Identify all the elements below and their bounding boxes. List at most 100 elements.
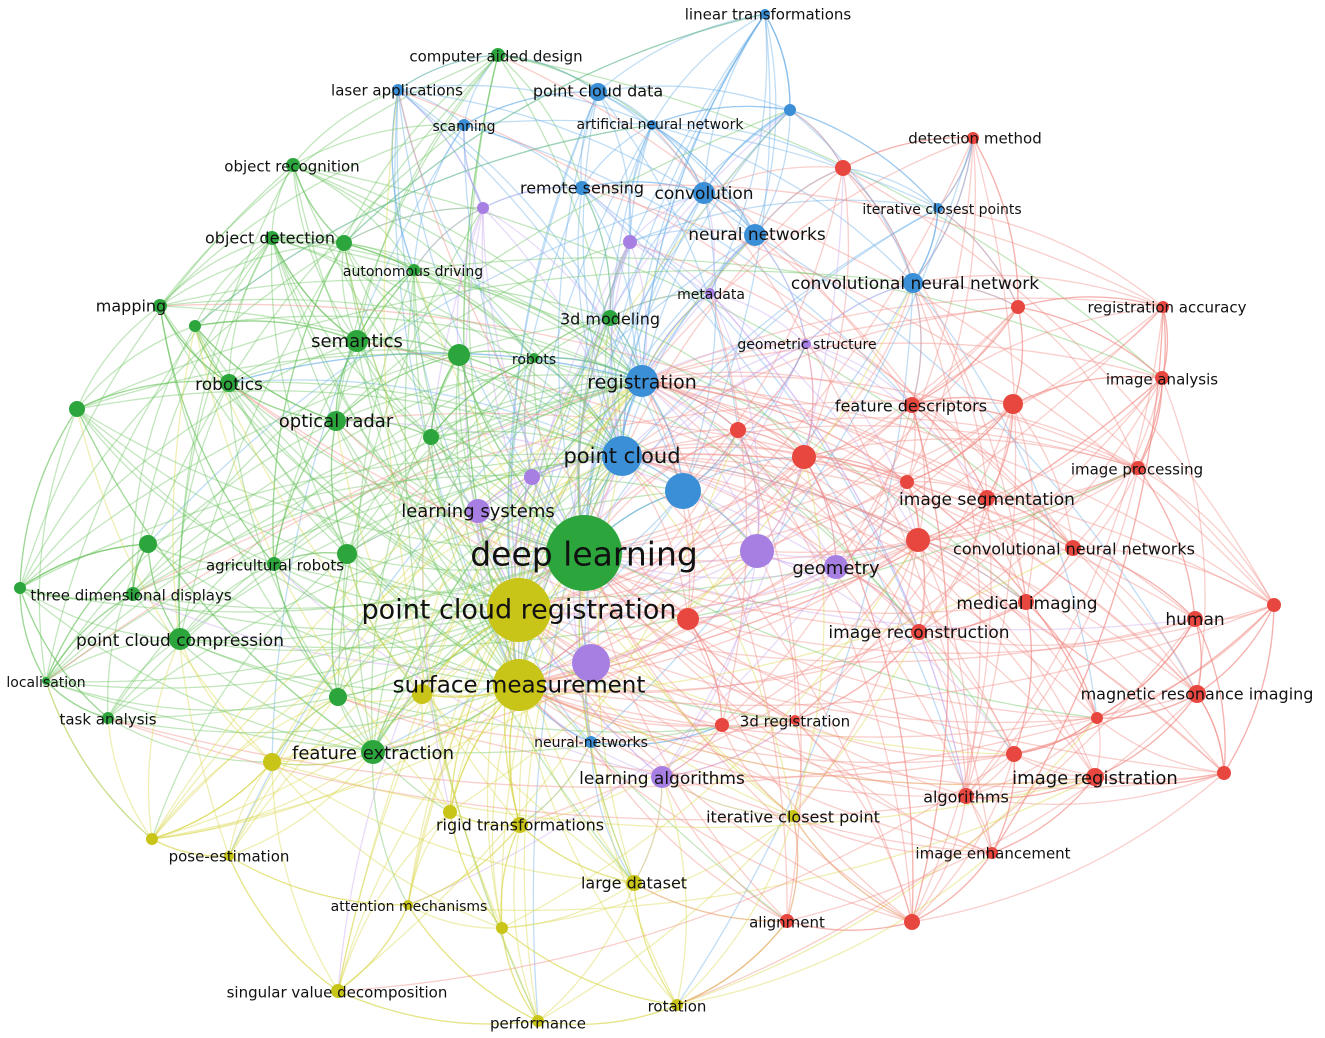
label-performance[interactable]: performance [490, 1015, 586, 1033]
node-object-recognition[interactable] [286, 158, 300, 172]
node-deep-learning[interactable] [546, 515, 622, 591]
node-point-cloud-data[interactable] [589, 83, 607, 101]
label-attention-mechanisms[interactable]: attention mechanisms [331, 899, 488, 915]
node-learning-systems[interactable] [466, 499, 490, 523]
node-unlabeled[interactable] [906, 528, 930, 552]
node-geometric-structure[interactable] [801, 339, 811, 349]
label-iterative-closest-point[interactable]: iterative closest point [706, 808, 880, 827]
label-human[interactable]: human [1165, 610, 1224, 630]
node-unlabeled[interactable] [1006, 746, 1022, 762]
label-object-detection[interactable]: object detection [205, 229, 335, 248]
label-surface-measurement[interactable]: surface measurement [393, 673, 646, 699]
node-unlabeled[interactable] [715, 718, 729, 732]
node-image-processing[interactable] [1131, 461, 1145, 475]
node-medical-imaging[interactable] [1018, 594, 1034, 610]
node-image-registration[interactable] [1086, 768, 1104, 786]
label-neural-networks-hyphen[interactable]: neural-networks [534, 735, 648, 751]
label-point-cloud-data[interactable]: point cloud data [533, 82, 663, 101]
label-geometry[interactable]: geometry [792, 558, 880, 579]
node-rigid-transformations[interactable] [512, 817, 528, 833]
label-image-processing[interactable]: image processing [1071, 461, 1203, 479]
node-robotics[interactable] [220, 374, 238, 392]
label-iterative-closest-points[interactable]: iterative closest points [862, 202, 1021, 218]
label-3d-registration[interactable]: 3d registration [740, 713, 850, 731]
node-image-enhancement[interactable] [986, 847, 998, 859]
node-unlabeled[interactable] [1003, 394, 1023, 414]
label-learning-systems[interactable]: learning systems [401, 501, 555, 522]
node-laser-applications[interactable] [392, 84, 404, 96]
node-learning-algorithms[interactable] [651, 766, 673, 788]
node-neural-networks-hyphen[interactable] [585, 736, 597, 748]
node-iterative-closest-points[interactable] [933, 203, 943, 213]
label-remote-sensing[interactable]: remote sensing [520, 179, 644, 198]
node-artificial-neural-network[interactable] [647, 120, 657, 130]
label-agricultural-robots[interactable]: agricultural robots [206, 557, 344, 575]
node-unlabeled[interactable] [730, 422, 746, 438]
node-unlabeled[interactable] [496, 922, 508, 934]
node-unlabeled[interactable] [665, 473, 701, 509]
node-unlabeled[interactable] [623, 235, 637, 249]
label-object-recognition[interactable]: object recognition [224, 158, 359, 176]
label-deep-learning[interactable]: deep learning [470, 535, 698, 574]
node-three-dimensional-displays[interactable] [126, 587, 140, 601]
label-scanning[interactable]: scanning [433, 119, 496, 135]
node-attention-mechanisms[interactable] [403, 900, 413, 910]
label-geometric-structure[interactable]: geometric structure [737, 337, 876, 353]
node-unlabeled[interactable] [904, 914, 920, 930]
label-convolutional-neural-network[interactable]: convolutional neural network [791, 274, 1039, 294]
label-large-dataset[interactable]: large dataset [581, 874, 687, 893]
label-point-cloud-registration[interactable]: point cloud registration [362, 595, 677, 626]
node-unlabeled[interactable] [443, 805, 457, 819]
node-unlabeled[interactable] [792, 445, 816, 469]
node-performance[interactable] [532, 1015, 544, 1027]
node-mapping[interactable] [153, 299, 167, 313]
label-learning-algorithms[interactable]: learning algorithms [579, 769, 745, 789]
label-registration[interactable]: registration [587, 372, 697, 394]
node-image-analysis[interactable] [1155, 371, 1169, 385]
label-feature-extraction[interactable]: feature extraction [292, 743, 454, 764]
label-metadata[interactable]: metadata [677, 287, 745, 303]
node-convolutional-neural-networks[interactable] [1065, 540, 1081, 556]
label-computer-aided-design[interactable]: computer aided design [409, 48, 582, 66]
node-unlabeled[interactable] [1217, 766, 1231, 780]
node-point-cloud-registration[interactable] [487, 578, 551, 642]
label-semantics[interactable]: semantics [311, 331, 403, 352]
node-unlabeled[interactable] [139, 535, 157, 553]
node-point-cloud-compression[interactable] [169, 628, 191, 650]
node-robots[interactable] [529, 353, 539, 363]
node-feature-extraction[interactable] [361, 740, 385, 764]
node-3d-registration[interactable] [790, 715, 800, 725]
node-algorithms[interactable] [958, 788, 974, 804]
node-singular-value-decomposition[interactable] [331, 984, 345, 998]
node-autonomous-driving[interactable] [408, 264, 420, 276]
node-unlabeled[interactable] [677, 608, 699, 630]
node-convolution[interactable] [693, 182, 715, 204]
node-unlabeled[interactable] [448, 344, 470, 366]
node-semantics[interactable] [346, 330, 368, 352]
label-point-cloud-compression[interactable]: point cloud compression [76, 631, 284, 651]
node-object-detection[interactable] [265, 231, 279, 245]
node-unlabeled[interactable] [189, 320, 201, 332]
label-detection-method[interactable]: detection method [908, 130, 1042, 148]
label-laser-applications[interactable]: laser applications [331, 82, 463, 100]
node-unlabeled[interactable] [412, 684, 432, 704]
label-image-enhancement[interactable]: image enhancement [915, 845, 1070, 863]
node-computer-aided-design[interactable] [491, 48, 505, 62]
label-pose-estimation[interactable]: pose-estimation [169, 848, 290, 866]
node-linear-transformations[interactable] [760, 9, 770, 19]
node-detection-method[interactable] [967, 132, 979, 144]
node-unlabeled[interactable] [69, 401, 85, 417]
label-robotics[interactable]: robotics [195, 375, 263, 395]
node-human[interactable] [1187, 611, 1203, 627]
node-large-dataset[interactable] [626, 875, 642, 891]
node-optical-radar[interactable] [326, 411, 346, 431]
label-point-cloud[interactable]: point cloud [563, 444, 680, 468]
label-artificial-neural-network[interactable]: artificial neural network [577, 117, 745, 133]
node-pose-estimation[interactable] [224, 851, 234, 861]
label-neural-networks[interactable]: neural networks [688, 225, 826, 245]
label-alignment[interactable]: alignment [749, 914, 825, 932]
node-neural-networks[interactable] [744, 224, 766, 246]
label-linear-transformations[interactable]: linear transformations [685, 6, 852, 24]
label-convolution[interactable]: convolution [654, 184, 753, 204]
label-medical-imaging[interactable]: medical imaging [956, 594, 1097, 614]
